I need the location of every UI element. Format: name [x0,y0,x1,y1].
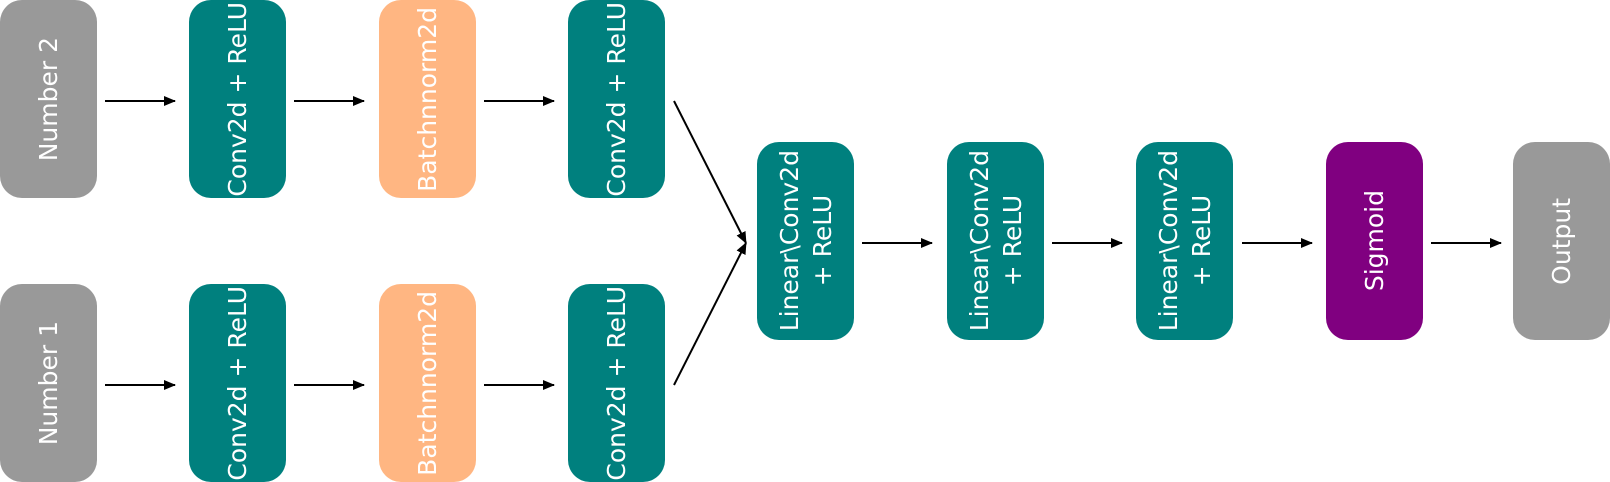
bottom-conv2-block: Conv2d + ReLU [568,284,665,482]
top-batchnorm-block: Batchnnorm2d [379,0,476,198]
linear1-label-line2: + ReLU [807,195,837,287]
sigmoid-label: Sigmoid [1360,190,1389,292]
top-conv1-label: Conv2d + ReLU [223,1,252,197]
input-number-2: Number 2 [0,0,97,198]
bottom-conv2-label: Conv2d + ReLU [602,285,631,481]
output-label: Output [1547,197,1576,285]
linear3-label-line2: + ReLU [1186,195,1216,287]
bottom-conv1-label: Conv2d + ReLU [223,285,252,481]
top-conv1-block: Conv2d + ReLU [189,0,286,198]
linear3-label: Linear\Conv2d+ ReLU [1152,150,1218,331]
linear1-label: Linear\Conv2d+ ReLU [773,150,839,331]
linear2-label: Linear\Conv2d+ ReLU [963,150,1029,331]
top-batchnorm-label: Batchnnorm2d [413,6,442,192]
top-conv2-label: Conv2d + ReLU [602,1,631,197]
input-number-1: Number 1 [0,284,97,482]
bottom-conv1-block: Conv2d + ReLU [189,284,286,482]
linear2-block: Linear\Conv2d+ ReLU [947,142,1044,340]
top-conv2-block: Conv2d + ReLU [568,0,665,198]
input-number-2-label: Number 2 [34,36,63,162]
output-block: Output [1513,142,1610,340]
linear3-label-line1: Linear\Conv2d [1153,150,1183,332]
linear2-label-line2: + ReLU [997,195,1027,287]
input-number-1-label: Number 1 [34,320,63,446]
linear3-block: Linear\Conv2d+ ReLU [1136,142,1233,340]
linear2-label-line1: Linear\Conv2d [964,150,994,332]
arrow-top-merge [673,100,747,244]
bottom-batchnorm-label: Batchnnorm2d [413,290,442,476]
linear1-block: Linear\Conv2d+ ReLU [757,142,854,340]
arrow-bottom-merge [673,242,747,386]
sigmoid-block: Sigmoid [1326,142,1423,340]
bottom-batchnorm-block: Batchnnorm2d [379,284,476,482]
linear1-label-line1: Linear\Conv2d [774,150,804,332]
